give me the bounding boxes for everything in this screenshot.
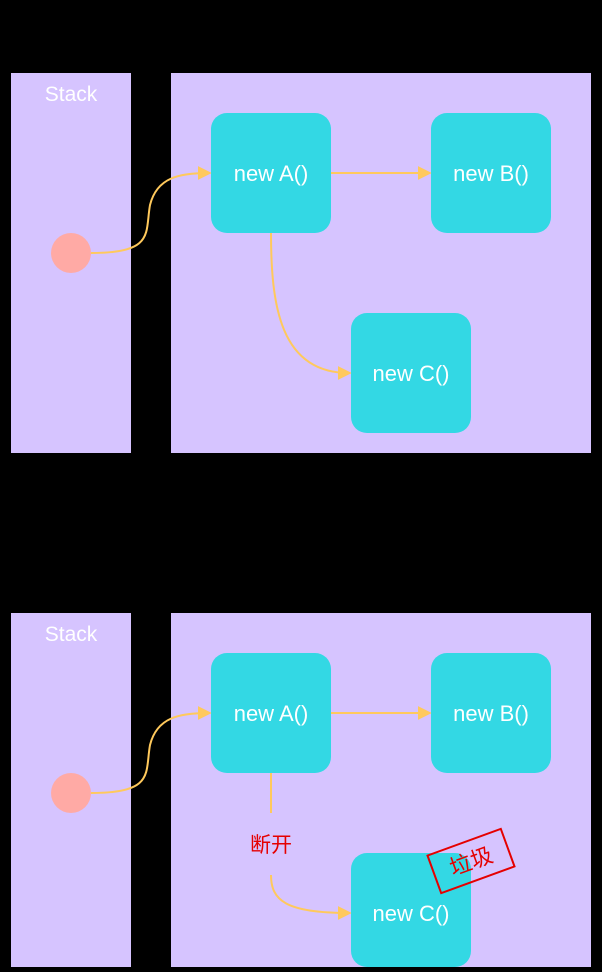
bottom-node-b: new B()	[431, 653, 551, 773]
top-stack-label: Stack	[45, 83, 98, 106]
bottom-diagram: Stack 断开 new A() new B() new C() 垃圾	[11, 613, 591, 967]
bottom-node-c-label: new C()	[372, 901, 449, 926]
bottom-stack-label: Stack	[45, 623, 98, 646]
top-diagram: Stack new A() new B() new C()	[11, 73, 591, 453]
top-node-b-label: new B()	[453, 161, 529, 186]
bottom-node-a-label: new A()	[234, 701, 309, 726]
bottom-edge-a-to-c-broken-end	[270, 874, 352, 920]
top-node-a: new A()	[211, 113, 331, 233]
bottom-node-c: new C()	[351, 853, 471, 967]
bottom-edge-stack-to-a	[90, 706, 212, 794]
top-node-a-label: new A()	[234, 161, 309, 186]
top-node-c: new C()	[351, 313, 471, 433]
broken-link-label: 断开	[250, 834, 292, 857]
top-edge-stack-to-a	[90, 166, 212, 254]
bottom-node-b-label: new B()	[453, 701, 529, 726]
bottom-stack-reference	[51, 773, 91, 813]
top-node-b: new B()	[431, 113, 551, 233]
top-node-c-label: new C()	[372, 361, 449, 386]
bottom-node-a: new A()	[211, 653, 331, 773]
top-stack-reference	[51, 233, 91, 273]
top-edge-a-to-c	[270, 232, 352, 380]
